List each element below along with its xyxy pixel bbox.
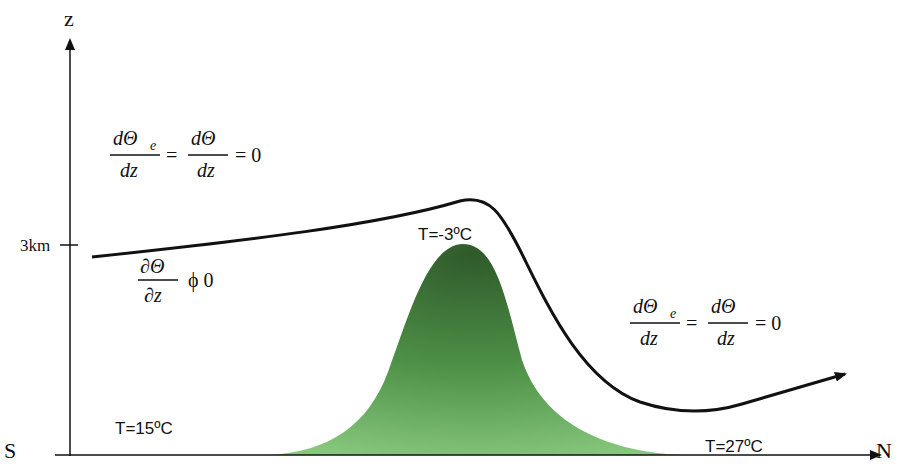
airflow-line: [92, 200, 845, 411]
equation-term: dz: [640, 328, 658, 348]
fraction-bar: [188, 154, 228, 155]
equation-term: dΘ: [711, 296, 735, 316]
axis-tick: [60, 244, 78, 246]
axis-label: z: [64, 8, 74, 30]
equation-term: = 0: [755, 313, 781, 333]
equation-sign: =: [166, 145, 177, 165]
equation-sign: =: [686, 313, 697, 333]
altitude-label: 3km: [20, 237, 50, 254]
equation-subscript: e: [670, 307, 676, 321]
temperature-label: T=-3ºC: [418, 226, 472, 243]
z-axis: [69, 40, 71, 456]
equation-term: ∂z: [144, 285, 162, 305]
fraction-bar: [110, 154, 160, 155]
equation-subscript: e: [150, 139, 156, 153]
equation-term: dΘ: [633, 296, 657, 316]
mountain: [268, 244, 682, 455]
equation-term: dz: [717, 328, 735, 348]
equation-term: ϕ 0: [188, 270, 214, 290]
axis-label: N: [876, 440, 892, 462]
equation-term: dΘ: [113, 128, 137, 148]
equation-term: dz: [197, 160, 215, 180]
equation-term: dΘ: [191, 128, 215, 148]
temperature-label: T=27ºC: [705, 438, 763, 455]
fraction-bar: [138, 279, 178, 280]
equation-term: dz: [120, 160, 138, 180]
temperature-label: T=15ºC: [115, 420, 173, 437]
axis-label: S: [4, 440, 16, 462]
equation-term: ∂Θ: [140, 256, 164, 276]
equation-term: = 0: [235, 145, 261, 165]
fraction-bar: [630, 322, 680, 323]
fraction-bar: [708, 322, 748, 323]
